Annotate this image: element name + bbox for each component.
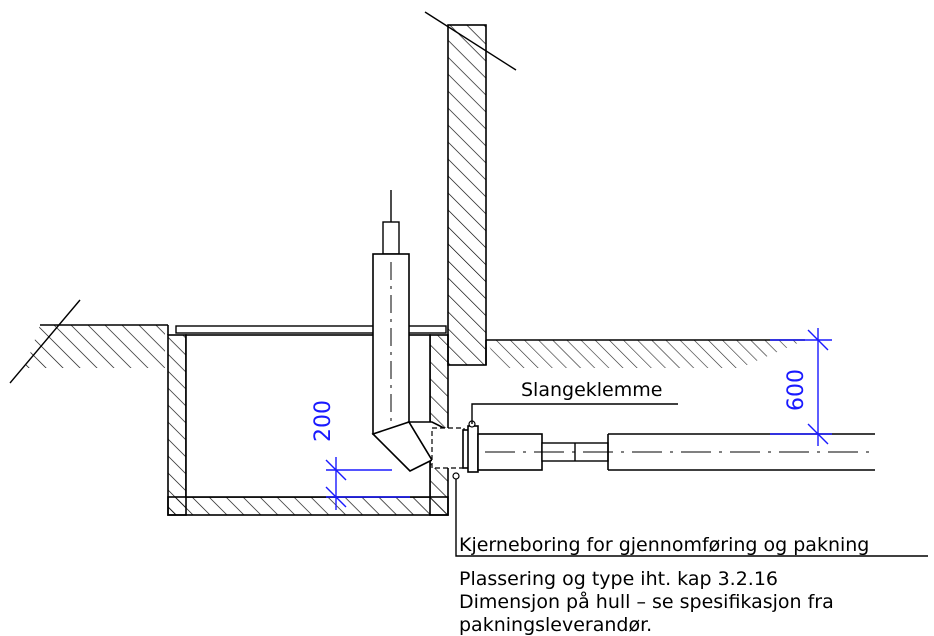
right-ground [485,339,805,368]
horizontal-pipe [477,433,875,471]
dimension-600-label: 600 [784,369,809,411]
dimension-200-label: 200 [311,400,336,442]
note-line-1: Plassering og type iht. kap 3.2.16 [459,568,778,590]
riser-pipe [371,190,449,472]
core-drilling-callout: Kjerneboring for gjennomføring og paknin… [455,479,928,557]
note-line-3: pakningsleverandør. [459,614,652,636]
core-drilling-label: Kjerneboring for gjennomføring og paknin… [459,534,869,556]
hose-clamp-callout: Slangeklemme [471,379,678,424]
building-wall [424,11,517,366]
left-ground [9,299,169,384]
hose-clamp-label: Slangeklemme [521,379,662,401]
wall-penetration [431,420,479,480]
dimension-200: 200 [311,400,410,510]
dimension-600: 600 [770,328,832,446]
notes: Plassering og type iht. kap 3.2.16 Dimen… [459,568,834,636]
note-line-2: Dimensjon på hull – se spesifikasjon fra [459,590,834,613]
